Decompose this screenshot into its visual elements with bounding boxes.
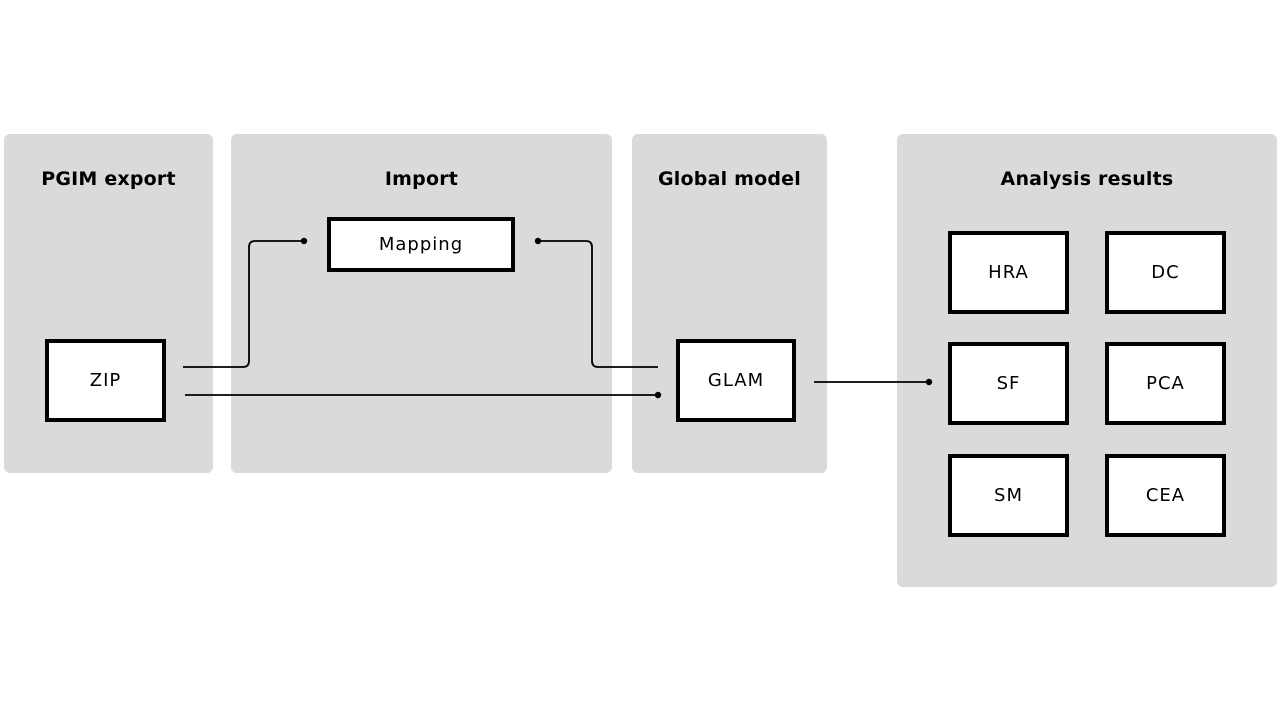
node-glam: GLAM	[676, 339, 796, 422]
node-dc: DC	[1105, 231, 1226, 314]
node-mapping: Mapping	[327, 217, 515, 272]
connector-dot-analysis-in	[925, 378, 933, 386]
node-hra: HRA	[948, 231, 1069, 314]
connector-zip-to-mapping	[183, 240, 304, 368]
node-zip: ZIP	[45, 339, 166, 422]
panel-title-pgim-export: PGIM export	[41, 168, 176, 190]
node-pca: PCA	[1105, 342, 1226, 425]
connector-dot-glam-in	[654, 391, 662, 399]
node-cea: CEA	[1105, 454, 1226, 537]
connector-dot-mapping-in	[300, 237, 308, 245]
node-sf: SF	[948, 342, 1069, 425]
panel-title-global-model: Global model	[658, 168, 801, 190]
node-sm: SM	[948, 454, 1069, 537]
panel-import: Import	[231, 134, 612, 473]
panel-title-analysis-results: Analysis results	[1000, 168, 1174, 190]
connector-mapping-to-glam	[538, 240, 658, 368]
panel-title-import: Import	[384, 168, 459, 190]
connector-dot-mapping-out	[534, 237, 542, 245]
